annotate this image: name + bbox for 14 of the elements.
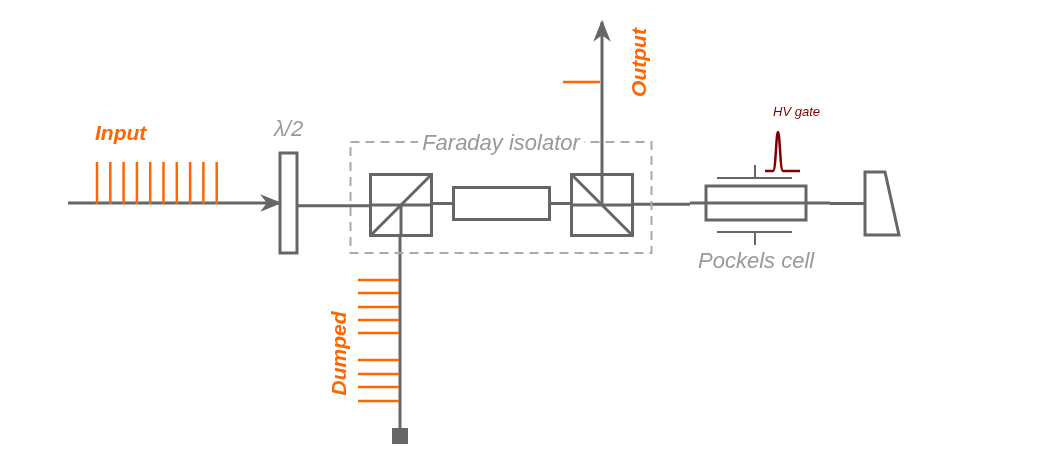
beam-label: Output xyxy=(627,28,649,97)
component-label: Pockels cell xyxy=(698,250,815,272)
waveplate-label: λ/2 xyxy=(274,118,304,140)
beam-label: Dumped xyxy=(327,311,349,396)
beam-line xyxy=(634,202,690,206)
beam-line xyxy=(830,202,865,205)
beam-line xyxy=(433,202,454,205)
beam-label: Input xyxy=(95,122,147,143)
beam-line xyxy=(593,19,611,173)
signal-label: HV gate xyxy=(773,105,820,118)
group-title: Faraday isolator xyxy=(418,132,584,154)
beam-line xyxy=(549,202,570,205)
beam-line xyxy=(398,237,402,428)
beam-line xyxy=(297,204,369,208)
